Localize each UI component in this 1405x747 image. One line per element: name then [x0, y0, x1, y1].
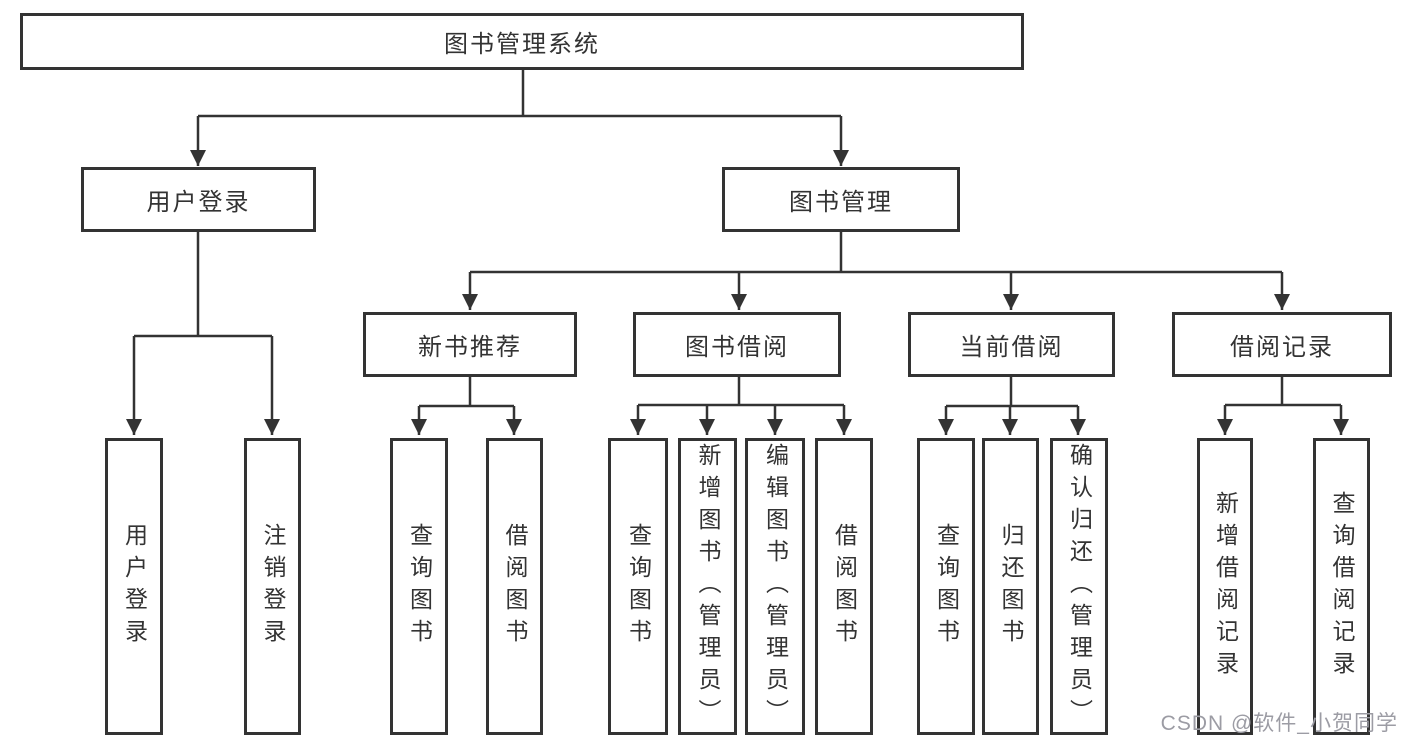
connector-current-borrowing-children [938, 377, 1086, 435]
leaf-user-login: 用户登录 [105, 438, 163, 735]
node-user-login: 用户登录 [81, 167, 316, 232]
leaf-add-borrow-record: 新增借阅记录 [1197, 438, 1253, 735]
leaf-add-books-admin: 新增图书（管理员） [678, 438, 737, 735]
node-book-borrowing: 图书借阅 [633, 312, 841, 377]
leaf-query-books-recommend: 查询图书 [390, 438, 448, 735]
leaf-borrow-books-recommend: 借阅图书 [486, 438, 543, 735]
leaf-query-books-current: 查询图书 [917, 438, 975, 735]
leaf-confirm-return-admin: 确认归还（管理员） [1050, 438, 1108, 735]
leaf-logout: 注销登录 [244, 438, 301, 735]
leaf-borrow-books-borrowing: 借阅图书 [815, 438, 873, 735]
leaf-query-books-borrowing: 查询图书 [608, 438, 668, 735]
connector-borrowing-records-children [1217, 377, 1349, 435]
connector-book-management-children [462, 232, 1290, 310]
node-library-management-system: 图书管理系统 [20, 13, 1024, 70]
connector-book-borrowing-children [630, 377, 852, 435]
node-current-borrowing: 当前借阅 [908, 312, 1115, 377]
leaf-query-borrow-record: 查询借阅记录 [1313, 438, 1370, 735]
node-new-book-recommend: 新书推荐 [363, 312, 577, 377]
leaf-return-books: 归还图书 [982, 438, 1039, 735]
leaf-edit-books-admin: 编辑图书（管理员） [745, 438, 805, 735]
connector-user-login-children [126, 232, 280, 435]
connector-new-book-recommend-children [411, 377, 522, 435]
node-book-management: 图书管理 [722, 167, 960, 232]
connector-root-to-branches [190, 70, 849, 166]
node-borrowing-records: 借阅记录 [1172, 312, 1392, 377]
csdn-watermark: CSDN @软件_小贺同学 [1160, 712, 1398, 735]
